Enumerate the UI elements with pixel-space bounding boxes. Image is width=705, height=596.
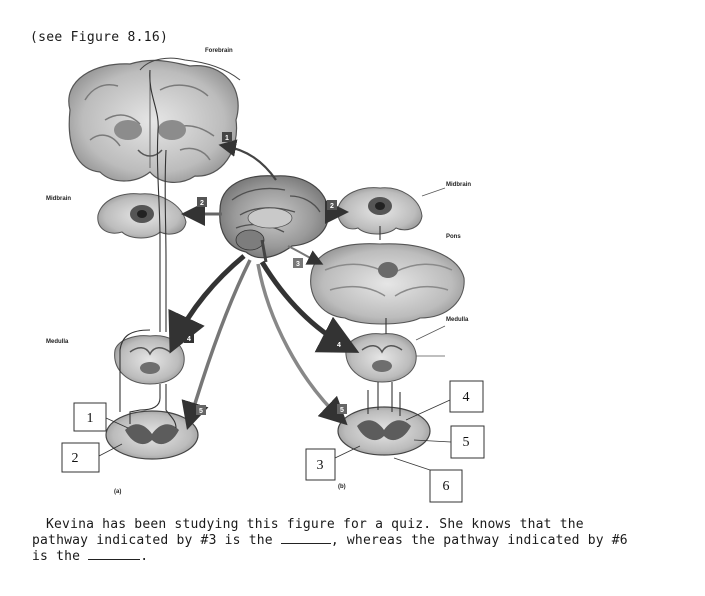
- pathway-marker: 5: [337, 404, 347, 414]
- medulla-left-section: Medulla: [46, 335, 185, 385]
- pathway-marker: 1: [222, 132, 232, 142]
- label-midbrain-right: Midbrain: [446, 182, 471, 188]
- pathway-marker-label: 1: [225, 135, 229, 142]
- spinal-cord-left-section: (a): [105, 410, 199, 495]
- pathway-marker: 5: [196, 405, 206, 415]
- pathway-marker-label: 2: [200, 200, 204, 207]
- numbered-box-label: 4: [463, 390, 470, 405]
- pathway-marker-label: 4: [337, 342, 341, 349]
- label-forebrain: Forebrain: [205, 48, 233, 54]
- label-medulla-right: Medulla: [446, 317, 469, 323]
- label-panel-a: (a): [114, 489, 121, 495]
- numbered-box-label: 2: [72, 451, 79, 466]
- answer-blank-1[interactable]: [280, 532, 331, 544]
- pathway-marker: 4: [334, 339, 344, 349]
- right-tracts: [367, 226, 401, 416]
- pathway-marker-label: 3: [296, 261, 300, 268]
- spinal-cord-right-section: (b): [337, 406, 431, 490]
- question-line-2-start: pathway indicated by #3 is the: [32, 533, 273, 548]
- label-midbrain-left: Midbrain: [46, 196, 71, 202]
- pons-section: Pons: [310, 234, 465, 325]
- numbered-box-label: 5: [463, 435, 470, 450]
- pathway-marker-label: 4: [187, 336, 191, 343]
- numbered-box-6: 6: [429, 469, 463, 503]
- numbered-box-4: 4: [449, 380, 484, 413]
- pathway-marker: 4: [184, 333, 194, 343]
- question-line-2-end: , whereas the pathway indicated by #6: [330, 533, 628, 548]
- forebrain-section: Forebrain: [68, 48, 241, 183]
- numbered-box-label: 1: [87, 411, 94, 426]
- label-pons: Pons: [446, 234, 461, 240]
- numbered-box-3: 3: [305, 448, 336, 481]
- numbered-box-label: 3: [317, 458, 324, 473]
- question-text: Kevina has been studying this figure for…: [32, 517, 687, 564]
- leader-lines: [98, 399, 452, 471]
- numbered-box-5: 5: [450, 425, 485, 459]
- pathway-marker-label: 5: [340, 407, 344, 414]
- question-line-3-start: is the: [32, 549, 81, 564]
- question-line-1: Kevina has been studying this figure for…: [46, 517, 584, 532]
- numbered-box-1: 1: [73, 402, 107, 432]
- pathway-marker-label: 5: [199, 408, 203, 415]
- pathway-marker: 2: [197, 197, 207, 207]
- numbered-box-2: 2: [61, 442, 100, 473]
- midbrain-right-section: Midbrain: [337, 182, 471, 235]
- answer-blank-2[interactable]: [88, 548, 141, 560]
- pathway-marker: 3: [293, 258, 303, 268]
- central-brain: [219, 175, 329, 263]
- numbered-box-label: 6: [443, 479, 450, 494]
- label-medulla-left: Medulla: [46, 339, 69, 345]
- medulla-right-section: Medulla: [345, 317, 469, 383]
- question-line-3-end: .: [140, 549, 149, 564]
- pathway-markers: 1 2 2 3 4 4 5: [184, 132, 347, 415]
- left-tracts: [119, 69, 177, 429]
- pathway-marker-label: 2: [330, 203, 334, 210]
- midbrain-left-section: Midbrain: [46, 193, 187, 239]
- label-panel-b: (b): [338, 484, 346, 490]
- pathway-marker: 2: [327, 200, 337, 210]
- figure-reference: (see Figure 8.16): [30, 30, 169, 45]
